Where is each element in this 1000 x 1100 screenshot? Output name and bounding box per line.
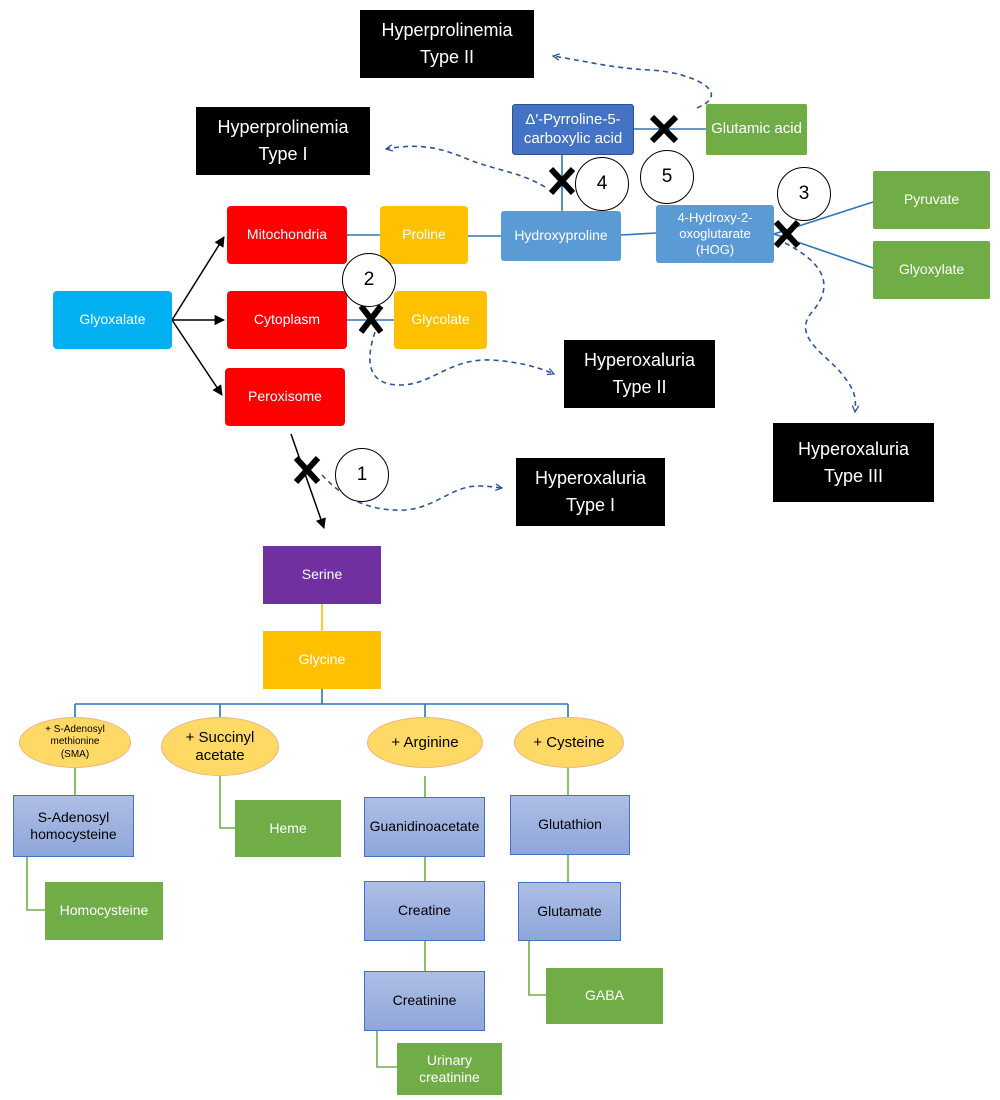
hyperoxaluria-type-2-label: Hyperoxaluria Type II [564, 340, 715, 408]
gaba-node: GABA [546, 968, 663, 1024]
glyoxylate-node: Glyoxylate [873, 241, 990, 299]
glutamate-node: Glutamate [518, 882, 621, 941]
pyruvate-node: Pyruvate [873, 171, 990, 229]
block-marks [293, 114, 801, 485]
tree-connectors [26, 604, 569, 1068]
x-mark-icon [649, 114, 679, 144]
marker-5: 5 [640, 150, 694, 204]
glycolate-node: Glycolate [394, 291, 487, 349]
glutathion-node: Glutathion [510, 795, 630, 855]
hyperoxaluria-type-3-label: Hyperoxaluria Type III [773, 423, 934, 502]
hydroxyproline-node: Hydroxyproline [501, 211, 621, 261]
arrow-to-serine [290, 433, 326, 529]
homocysteine-node: Homocysteine [45, 882, 163, 940]
line-hydroxyproline-hog [620, 232, 657, 236]
cytoplasm-node: Cytoplasm [227, 291, 347, 349]
urinary-creatinine-node: Urinary creatinine [397, 1043, 502, 1095]
creatine-node: Creatine [364, 881, 485, 941]
hyperoxaluria-type-1-label: Hyperoxaluria Type I [516, 458, 665, 526]
x-mark-icon [548, 166, 576, 196]
x-mark-icon [293, 455, 321, 485]
guanidinoacetate-node: Guanidinoacetate [364, 797, 485, 857]
heme-node: Heme [235, 800, 341, 857]
dashed-arrow-hyperprolinemia-1 [386, 146, 546, 188]
sma-oval: + S-Adenosyl methionine (SMA) [19, 717, 131, 768]
cysteine-oval: + Cysteine [514, 717, 624, 768]
arginine-oval: + Arginine [367, 717, 483, 768]
creatinine-node: Creatinine [364, 971, 485, 1031]
arrow-to-mitochondria [171, 236, 225, 321]
s-adenosyl-homocysteine-node: S-Adenosyl homocysteine [13, 795, 134, 857]
marker-1: 1 [335, 448, 389, 502]
pyrroline-node: Δ′-Pyrroline-5- carboxylic acid [512, 104, 634, 155]
marker-3: 3 [777, 167, 831, 221]
green-connectors [26, 768, 569, 1068]
glyoxalate-node: Glyoxalate [53, 291, 172, 349]
glycine-node: Glycine [263, 631, 381, 689]
hyperprolinemia-type-1-label: Hyperprolinemia Type I [196, 107, 370, 175]
marker-2: 2 [342, 253, 396, 307]
hyperprolinemia-type-2-label: Hyperprolinemia Type II [360, 10, 534, 78]
marker-4: 4 [575, 157, 629, 211]
dashed-arrow-hyperoxaluria-3 [784, 242, 855, 412]
hog-node: 4-Hydroxy-2- oxoglutarate (HOG) [656, 205, 774, 263]
peroxisome-node: Peroxisome [225, 368, 345, 426]
dashed-arrow-hyperoxaluria-2 [369, 331, 554, 386]
proline-node: Proline [380, 206, 468, 264]
x-mark-icon [773, 219, 801, 249]
x-mark-icon [358, 304, 384, 334]
mitochondria-node: Mitochondria [227, 206, 347, 264]
serine-node: Serine [263, 546, 381, 604]
succinyl-acetate-oval: + Succinyl acetate [161, 717, 279, 776]
dashed-arrow-hyperprolinemia-2 [553, 56, 713, 109]
arrow-to-peroxisome [171, 319, 223, 396]
glyoxalate-arrows [171, 236, 326, 529]
glycine-branch [74, 689, 569, 717]
glutamic-acid-node: Glutamic acid [706, 104, 807, 155]
